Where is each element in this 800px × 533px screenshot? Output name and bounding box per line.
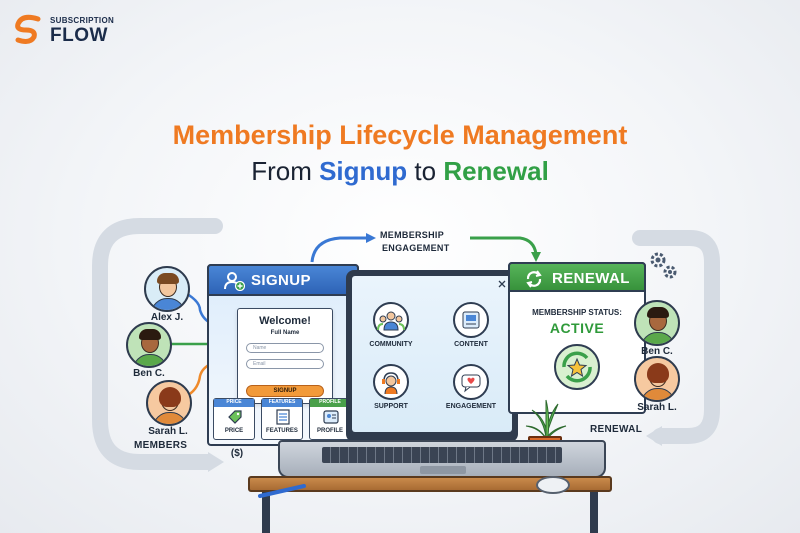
price-symbol: ($) xyxy=(230,448,244,459)
support-icon xyxy=(373,364,409,400)
signup-panel: SIGNUP Welcome! Full Name Name Email SIG… xyxy=(207,264,359,446)
signup-header: SIGNUP xyxy=(207,264,359,296)
member-name-ben: Ben C. xyxy=(133,368,165,379)
page-subtitle: From Signup to Renewal xyxy=(0,156,800,187)
community-icon xyxy=(373,302,409,338)
price-tag-icon xyxy=(228,410,242,424)
avatar-ben-renewal xyxy=(634,300,680,346)
trackpad xyxy=(420,466,466,474)
logo-title: FLOW xyxy=(50,25,108,46)
email-field[interactable]: Email xyxy=(246,359,324,369)
form-subtitle: Full Name xyxy=(270,330,300,336)
subtitle-renewal: Renewal xyxy=(443,156,549,186)
checklist-icon xyxy=(276,409,290,425)
signup-form: Welcome! Full Name Name Email SIGNUP xyxy=(237,308,333,404)
engagement-icon xyxy=(453,364,489,400)
members-label: MEMBERS xyxy=(134,440,188,451)
renewal-panel: RENEWAL MEMBERSHIP STATUS: ACTIVE xyxy=(508,262,646,414)
refresh-icon xyxy=(526,270,542,288)
renewal-header: RENEWAL xyxy=(508,262,646,292)
close-icon[interactable] xyxy=(498,280,506,288)
signup-button[interactable]: SIGNUP xyxy=(246,385,324,397)
profile-icon xyxy=(323,410,339,424)
logo-swirl-icon xyxy=(15,14,41,44)
avatar-sarah xyxy=(146,380,192,426)
keyboard xyxy=(322,447,562,463)
feature-support[interactable]: SUPPORT xyxy=(356,364,426,410)
engagement-dashboard: COMMUNITY CONTENT xyxy=(352,276,512,432)
avatar-body xyxy=(151,298,185,310)
brand-logo: SUBSCRIPTION FLOW xyxy=(12,12,132,48)
avatar-alex xyxy=(144,266,190,312)
avatar-sarah-renewal xyxy=(634,356,680,402)
renew-star-icon xyxy=(554,344,600,390)
avatar-ben xyxy=(126,322,172,368)
subtitle-signup: Signup xyxy=(319,156,408,186)
profile-card-top: PROFILE xyxy=(310,399,350,407)
laptop-screen: COMMUNITY CONTENT xyxy=(346,270,518,442)
membership-status-value: ACTIVE xyxy=(549,320,605,336)
pen-icon xyxy=(258,484,306,498)
renewal-name-ben: Ben C. xyxy=(641,346,673,357)
feature-content[interactable]: CONTENT xyxy=(436,302,506,348)
feature-community-label: COMMUNITY xyxy=(369,341,413,348)
profile-card: PROFILE PROFILE xyxy=(309,398,351,440)
plant-icon xyxy=(525,399,567,439)
feature-content-label: CONTENT xyxy=(454,341,488,348)
subtitle-part-b: to xyxy=(407,156,444,186)
engagement-label-line2: ENGAGEMENT xyxy=(382,243,450,253)
avatar-body xyxy=(153,412,187,424)
form-title: Welcome! xyxy=(259,315,311,327)
desk-leg-right xyxy=(590,492,598,533)
features-card-top: FEATURES xyxy=(262,399,302,407)
gear-icon xyxy=(650,252,677,279)
avatar-body xyxy=(641,388,675,400)
feature-support-label: SUPPORT xyxy=(374,403,408,410)
features-card: FEATURES FEATURES xyxy=(261,398,303,440)
features-card-label: FEATURES xyxy=(266,428,298,434)
avatar-body xyxy=(133,354,167,366)
desk xyxy=(248,476,612,492)
price-card: PRICE PRICE xyxy=(213,398,255,440)
profile-card-label: PROFILE xyxy=(316,428,343,434)
desk-leg-left xyxy=(262,492,270,533)
avatar-hair xyxy=(157,273,179,284)
name-field[interactable]: Name xyxy=(246,343,324,353)
renewal-title: RENEWAL xyxy=(552,270,630,287)
subtitle-part-a: From xyxy=(251,156,320,186)
page-title: Membership Lifecycle Management xyxy=(172,120,628,150)
add-user-icon xyxy=(224,272,245,291)
member-name-sarah: Sarah L. xyxy=(148,426,188,437)
feature-community[interactable]: COMMUNITY xyxy=(356,302,426,348)
signup-title: SIGNUP xyxy=(251,272,311,289)
price-card-top: PRICE xyxy=(214,399,254,407)
renewal-label: RENEWAL xyxy=(590,424,643,435)
avatar-hair xyxy=(139,329,161,340)
renewal-name-sarah: Sarah L. xyxy=(637,402,677,413)
member-name-alex: Alex J. xyxy=(150,312,184,323)
feature-engagement-label: ENGAGEMENT xyxy=(445,403,497,410)
content-icon xyxy=(453,302,489,338)
avatar-hair xyxy=(159,387,181,407)
membership-status-label: MEMBERSHIP STATUS: xyxy=(532,308,622,317)
avatar-hair xyxy=(647,307,669,318)
logo-subtitle: SUBSCRIPTION xyxy=(50,16,115,25)
price-card-label: PRICE xyxy=(224,428,244,434)
feature-engagement[interactable]: ENGAGEMENT xyxy=(436,364,506,410)
avatar-body xyxy=(641,332,675,344)
mouse xyxy=(536,476,570,494)
avatar-hair xyxy=(647,363,669,383)
engagement-label-line1: MEMBERSHIP xyxy=(380,230,445,240)
laptop-keyboard-base xyxy=(278,440,606,478)
